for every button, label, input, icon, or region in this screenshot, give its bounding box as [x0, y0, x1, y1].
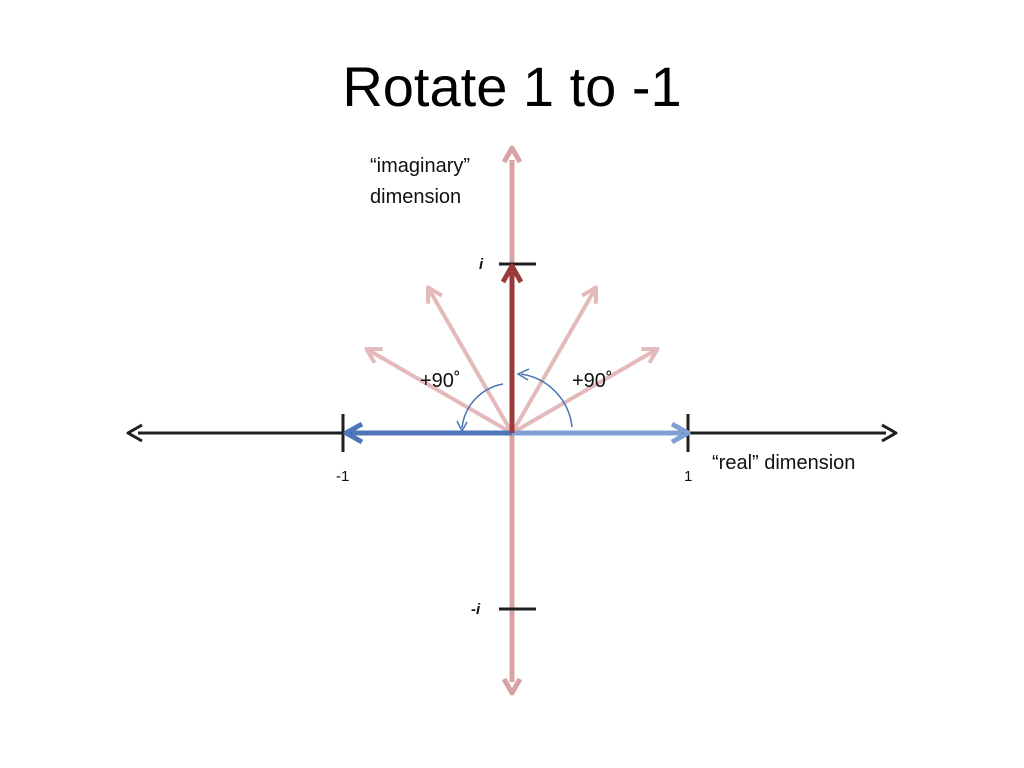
tick-label-i: i: [479, 256, 484, 273]
slide-title: Rotate 1 to -1: [342, 55, 682, 118]
rotation-arc-right: [516, 368, 573, 428]
angle-label-left: +90˚: [420, 370, 461, 392]
imaginary-axis-label-line2: dimension: [370, 186, 462, 208]
faded-vector-30deg: [510, 347, 660, 435]
vector-to-neg-one: [343, 421, 512, 445]
faded-vector-60deg: [510, 285, 598, 434]
vector-to-i: [500, 263, 524, 433]
vector-to-one: [512, 421, 691, 445]
tick-label-neg-one: -1: [336, 468, 350, 485]
faded-vector-150deg: [364, 347, 513, 435]
tick-label-neg-i: -i: [471, 601, 481, 618]
tick-label-one: 1: [684, 468, 693, 485]
imaginary-axis-label-line1: “imaginary”: [370, 155, 471, 177]
faded-rotation-vectors: [364, 285, 660, 435]
angle-label-right: +90˚: [572, 370, 613, 392]
real-axis-label: “real” dimension: [712, 452, 856, 474]
rotation-arc-left: [456, 383, 504, 433]
faded-vector-120deg: [426, 285, 514, 434]
